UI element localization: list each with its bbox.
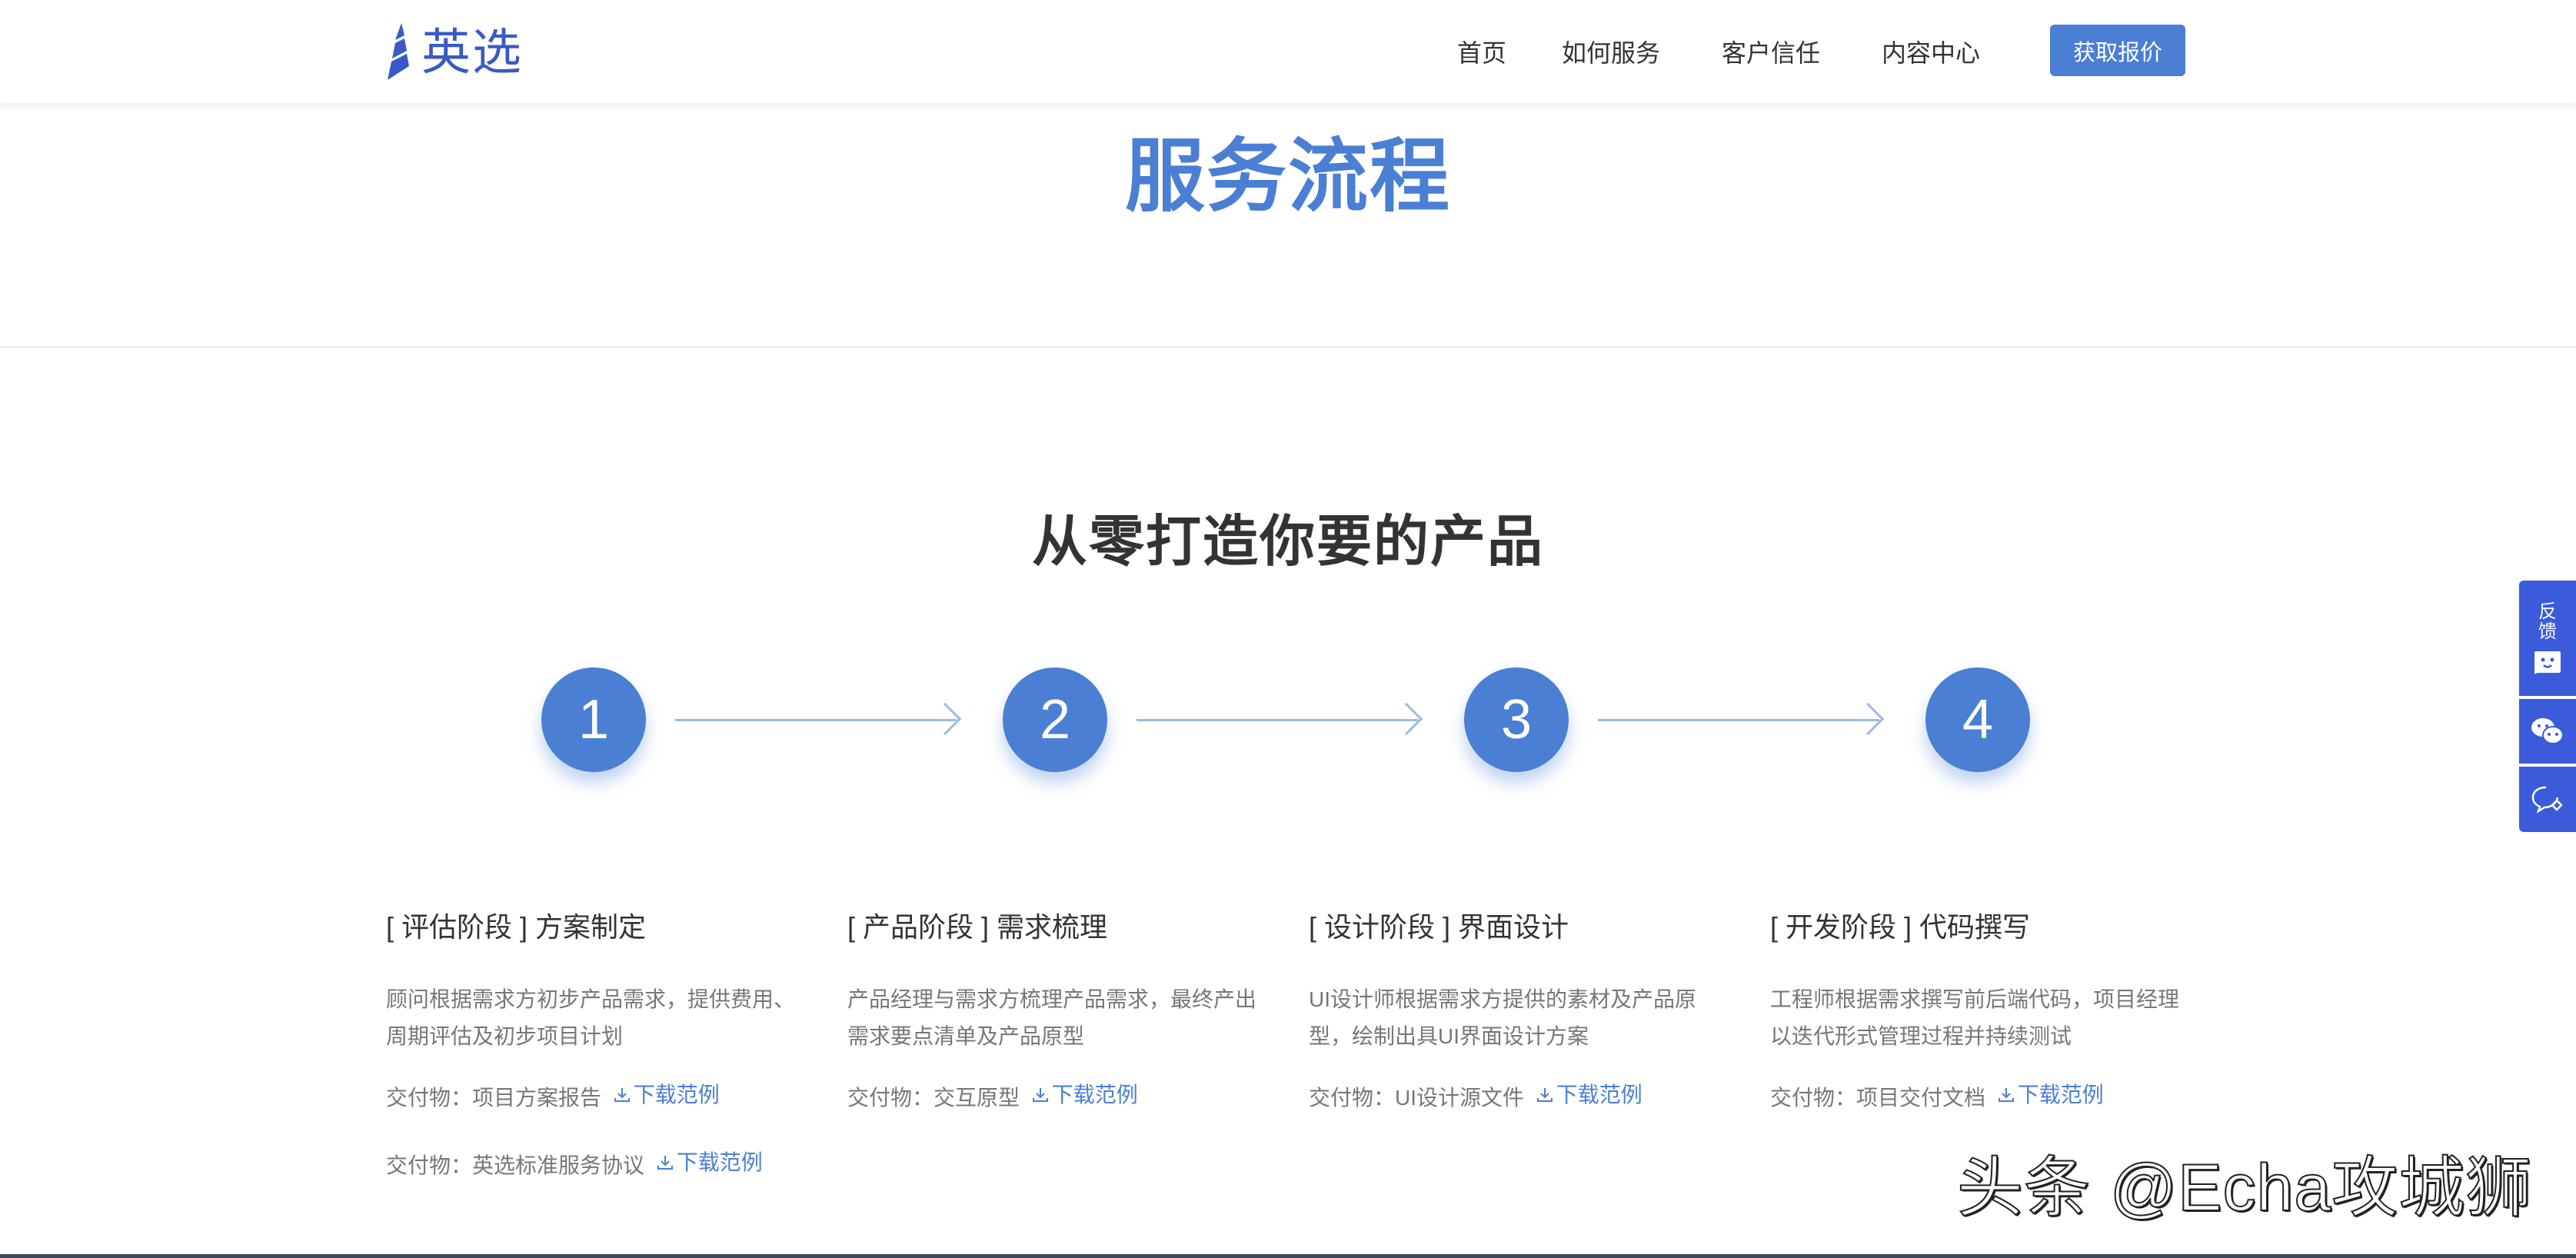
wechat-button[interactable] bbox=[2519, 699, 2576, 764]
step-title: [ 评估阶段 ] 方案制定 bbox=[386, 911, 647, 943]
nav-content-center[interactable]: 内容中心 bbox=[1882, 39, 1981, 67]
wechat-icon bbox=[2531, 718, 2564, 744]
floating-contact-bar: 反馈 bbox=[2519, 581, 2576, 832]
step-card-4: [ 开发阶段 ] 代码撰写 工程师根据需求撰写前后端代码，项目经理以迭代形式管理… bbox=[1770, 907, 2201, 1117]
deliverable-row: 交付物：UI设计源文件 下载范例 bbox=[1309, 1077, 1739, 1117]
step-number-4: 4 bbox=[1925, 667, 2030, 772]
logo-text: 英选 bbox=[421, 25, 523, 80]
nav-client-trust[interactable]: 客户信任 bbox=[1722, 39, 1821, 67]
nav-how-we-serve[interactable]: 如何服务 bbox=[1562, 39, 1661, 67]
step-number-2: 2 bbox=[1003, 667, 1107, 772]
footer-edge bbox=[0, 1254, 2576, 1258]
arrow-right-icon bbox=[1598, 702, 1885, 736]
sail-logo-icon bbox=[388, 23, 409, 80]
step-description: 顾问根据需求方初步产品需求，提供费用、周期评估及初步项目计划 bbox=[386, 987, 796, 1048]
download-sample-link[interactable]: 下载范例 bbox=[1996, 1077, 2104, 1113]
step-title: [ 产品阶段 ] 需求梳理 bbox=[847, 911, 1108, 943]
deliverable-label: 交付物：英选标准服务协议 bbox=[386, 1153, 645, 1177]
step-title: [ 设计阶段 ] 界面设计 bbox=[1309, 911, 1569, 943]
step-description: UI设计师根据需求方提供的素材及产品原型，绘制出具UI界面设计方案 bbox=[1309, 987, 1697, 1048]
deliverable-row: 交付物：项目交付文档 下载范例 bbox=[1770, 1077, 2201, 1117]
feedback-smile-icon bbox=[2534, 651, 2561, 674]
feedback-button[interactable]: 反馈 bbox=[2519, 581, 2576, 696]
step-number-3: 3 bbox=[1464, 667, 1569, 772]
step-card-1: [ 评估阶段 ] 方案制定 顾问根据需求方初步产品需求，提供费用、周期评估及初步… bbox=[386, 907, 817, 1184]
deliverable-row: 交付物：项目方案报告 下载范例 bbox=[386, 1077, 817, 1117]
chat-icon bbox=[2531, 786, 2563, 814]
online-chat-button[interactable] bbox=[2519, 767, 2576, 832]
nav-home[interactable]: 首页 bbox=[1457, 39, 1507, 67]
deliverable-label: 交付物：项目方案报告 bbox=[386, 1086, 602, 1110]
deliverable-row: 交付物：交互原型 下载范例 bbox=[847, 1077, 1278, 1117]
step-title: [ 开发阶段 ] 代码撰写 bbox=[1770, 911, 2031, 943]
deliverable-label: 交付物：交互原型 bbox=[847, 1086, 1020, 1110]
download-icon bbox=[657, 1156, 673, 1170]
deliverable-label: 交付物：项目交付文档 bbox=[1770, 1086, 1986, 1110]
download-icon bbox=[614, 1088, 630, 1102]
download-sample-link[interactable]: 下载范例 bbox=[1535, 1077, 1642, 1113]
section-divider bbox=[0, 346, 2576, 348]
deliverable-row: 交付物：英选标准服务协议 下载范例 bbox=[386, 1144, 817, 1184]
step-number-1: 1 bbox=[541, 667, 646, 772]
step-card-2: [ 产品阶段 ] 需求梳理 产品经理与需求方梳理产品需求，最终产出需求要点清单及… bbox=[847, 907, 1278, 1117]
section-subtitle: 从零打造你要的产品 bbox=[1031, 511, 1544, 573]
download-icon bbox=[1032, 1088, 1048, 1102]
download-sample-link[interactable]: 下载范例 bbox=[1030, 1077, 1138, 1113]
download-icon bbox=[1998, 1088, 2014, 1102]
deliverable-label: 交付物：UI设计源文件 bbox=[1309, 1086, 1525, 1110]
step-card-3: [ 设计阶段 ] 界面设计 UI设计师根据需求方提供的素材及产品原型，绘制出具U… bbox=[1309, 907, 1739, 1117]
page-title: 服务流程 bbox=[1124, 132, 1451, 221]
site-header: 英选 首页 如何服务 客户信任 内容中心 获取报价 bbox=[0, 0, 2576, 103]
download-icon bbox=[1536, 1088, 1553, 1102]
download-sample-link[interactable]: 下载范例 bbox=[655, 1144, 763, 1181]
arrow-right-icon bbox=[675, 702, 962, 736]
logo[interactable]: 英选 bbox=[384, 20, 523, 85]
step-description: 工程师根据需求撰写前后端代码，项目经理以迭代形式管理过程并持续测试 bbox=[1770, 987, 2180, 1048]
feedback-label: 反馈 bbox=[2538, 601, 2557, 642]
arrow-right-icon bbox=[1137, 702, 1423, 736]
step-description: 产品经理与需求方梳理产品需求，最终产出需求要点清单及产品原型 bbox=[847, 987, 1257, 1048]
watermark: 头条 @Echa攻城狮 bbox=[1956, 1150, 2533, 1226]
download-sample-link[interactable]: 下载范例 bbox=[612, 1077, 720, 1113]
get-quote-button[interactable]: 获取报价 bbox=[2050, 25, 2185, 76]
main-nav: 首页 如何服务 客户信任 内容中心 bbox=[1457, 0, 2042, 103]
